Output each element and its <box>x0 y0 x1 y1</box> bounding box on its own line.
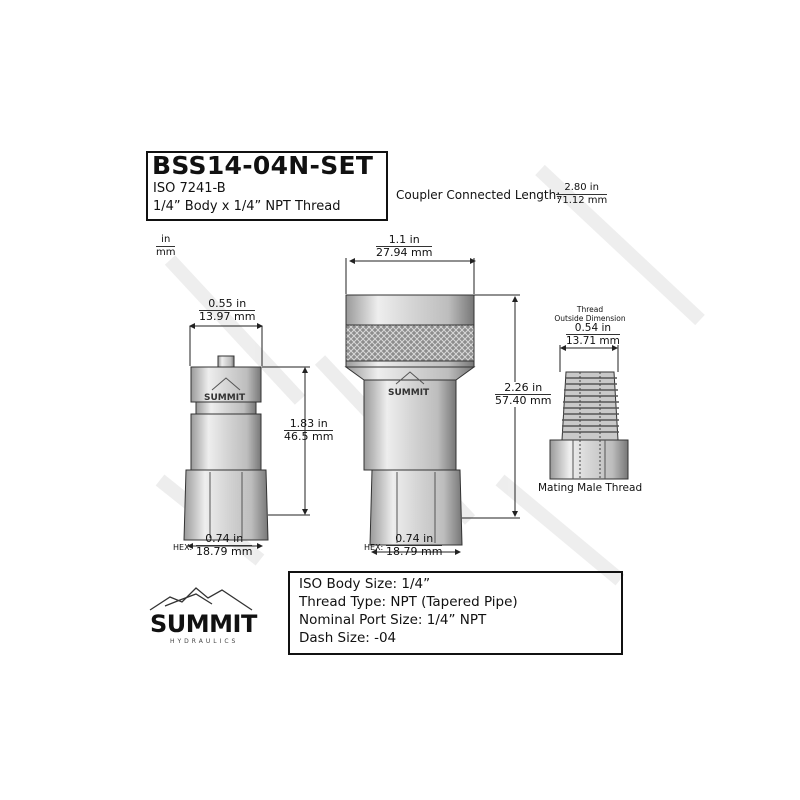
male-plug-dimensions <box>187 323 310 549</box>
coupler-length-mm: 57.40 mm <box>495 394 552 407</box>
coupler-length-in: 2.26 in <box>495 382 552 395</box>
male-plug-width-mm: 13.97 mm <box>199 310 256 323</box>
male-plug-drawing <box>183 355 269 541</box>
standard: ISO 7241-B <box>153 181 226 196</box>
units-legend-mm: mm <box>156 247 176 258</box>
title-box: BSS14-04N-SET ISO 7241-B 1/4” Body x 1/4… <box>146 151 388 221</box>
summit-logo-mountain-icon <box>149 587 253 611</box>
male-plug-length: 1.83 in 46.5 mm <box>284 418 334 443</box>
mating-thread-dimension <box>559 345 619 372</box>
thread-dimension: 0.54 in 13.71 mm <box>566 322 620 347</box>
coupler-length: 2.26 in 57.40 mm <box>495 382 552 407</box>
thread-dimension-in: 0.54 in <box>566 322 620 335</box>
male-plug-hex: 0.74 in 18.79 mm <box>196 533 253 558</box>
connected-length-value: 2.80 in 71.12 mm <box>556 182 608 207</box>
description: 1/4” Body x 1/4” NPT Thread <box>153 199 341 214</box>
coupler-hex-mm: 18.79 mm <box>386 545 443 558</box>
spec-dash-size: Dash Size: -04 <box>299 630 397 646</box>
units-legend: in mm <box>156 234 176 259</box>
male-plug-brand: SUMMIT <box>204 393 246 403</box>
spec-port-size: Nominal Port Size: 1/4” NPT <box>299 612 487 628</box>
coupler-width: 1.1 in 27.94 mm <box>376 234 433 259</box>
thread-heading: Thread Outside Dimension <box>550 305 630 323</box>
coupler-width-mm: 27.94 mm <box>376 246 433 259</box>
thread-caption: Mating Male Thread <box>538 482 643 494</box>
male-plug-length-mm: 46.5 mm <box>284 430 334 443</box>
male-plug-hex-mm: 18.79 mm <box>196 545 253 558</box>
logo-tagline: HYDRAULICS <box>170 638 239 645</box>
thread-dimension-mm: 13.71 mm <box>566 335 620 347</box>
male-plug-hex-in: 0.74 in <box>196 533 253 546</box>
connected-length-label: Coupler Connected Length: <box>396 188 561 202</box>
coupler-hex-label: HEX: <box>364 543 384 552</box>
spec-body-size: ISO Body Size: 1/4” <box>299 576 431 592</box>
thread-heading-1: Thread <box>576 305 604 314</box>
male-plug-width: 0.55 in 13.97 mm <box>199 298 256 323</box>
mating-thread-drawing <box>549 371 629 480</box>
thread-heading-2: Outside Dimension <box>554 314 626 323</box>
coupler-hex-in: 0.74 in <box>386 533 443 546</box>
male-plug-length-in: 1.83 in <box>284 418 334 431</box>
male-plug-hex-label: HEX: <box>173 543 193 552</box>
coupler-width-in: 1.1 in <box>376 234 433 247</box>
coupler-hex: 0.74 in 18.79 mm <box>386 533 443 558</box>
spec-thread-type: Thread Type: NPT (Tapered Pipe) <box>299 594 518 610</box>
specs-box: ISO Body Size: 1/4” Thread Type: NPT (Ta… <box>288 571 623 655</box>
logo-name: SUMMIT <box>150 610 257 638</box>
female-coupler-drawing <box>344 294 476 546</box>
coupler-brand: SUMMIT <box>388 388 430 398</box>
part-number: BSS14-04N-SET <box>152 151 374 180</box>
units-legend-in: in <box>156 234 176 247</box>
connected-length-mm: 71.12 mm <box>556 195 608 206</box>
connected-length-in: 2.80 in <box>556 182 608 195</box>
male-plug-width-in: 0.55 in <box>199 298 256 311</box>
